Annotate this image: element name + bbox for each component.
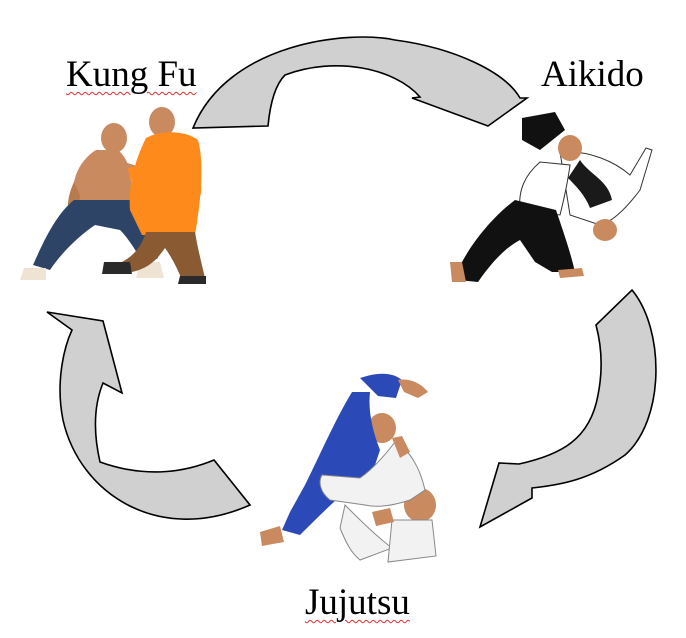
kungfu-to-aikido-arrow-icon — [191, 36, 530, 129]
jujutsu-label: Jujutsu — [305, 582, 410, 623]
jujutsu-to-kungfu-arrow-icon — [46, 311, 252, 520]
kung-fu-image — [20, 107, 206, 284]
aikido-to-jujutsu-arrow-icon — [478, 288, 657, 529]
jujutsu-image — [260, 373, 437, 563]
aikido-image — [450, 112, 653, 282]
aikido-label: Aikido — [541, 54, 644, 95]
kung-fu-label: Kung Fu — [66, 54, 197, 95]
